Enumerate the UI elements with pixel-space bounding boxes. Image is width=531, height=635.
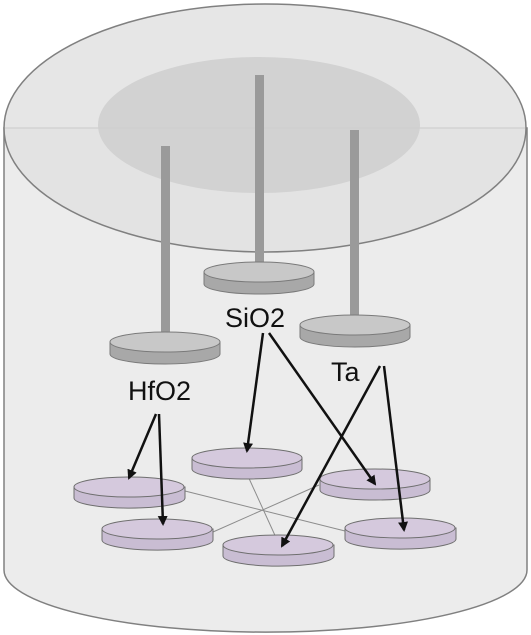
substrate-2 [73, 476, 186, 509]
target-hfo2 [109, 331, 221, 365]
arrow-sio2-substrate-1 [243, 332, 265, 453]
arrow-ta-substrate-6 [280, 365, 382, 548]
substrate-1 [191, 447, 303, 480]
target-rods [161, 75, 359, 344]
arrow-hfo2-substrate-4 [157, 413, 168, 526]
label-ta: Ta [331, 357, 361, 387]
substrate-5 [344, 517, 457, 550]
arrow-hfo2-substrate-2 [127, 413, 158, 480]
label-sio2: SiO2 [225, 303, 285, 333]
rod-hfo2 [161, 146, 170, 344]
arrow-ta-substrate-5 [382, 365, 408, 532]
substrate-3 [319, 468, 431, 501]
arrow-sio2-substrate-3 [267, 332, 377, 486]
target-sio2 [203, 261, 315, 295]
substrate-links [184, 473, 346, 543]
deposition-arrows [127, 332, 408, 548]
substrate-4 [101, 518, 214, 551]
rod-ta [350, 130, 359, 330]
target-ta [299, 314, 411, 348]
label-hfo2: HfO2 [128, 376, 191, 406]
rod-sio2 [255, 75, 264, 273]
substrate-6 [222, 534, 335, 567]
